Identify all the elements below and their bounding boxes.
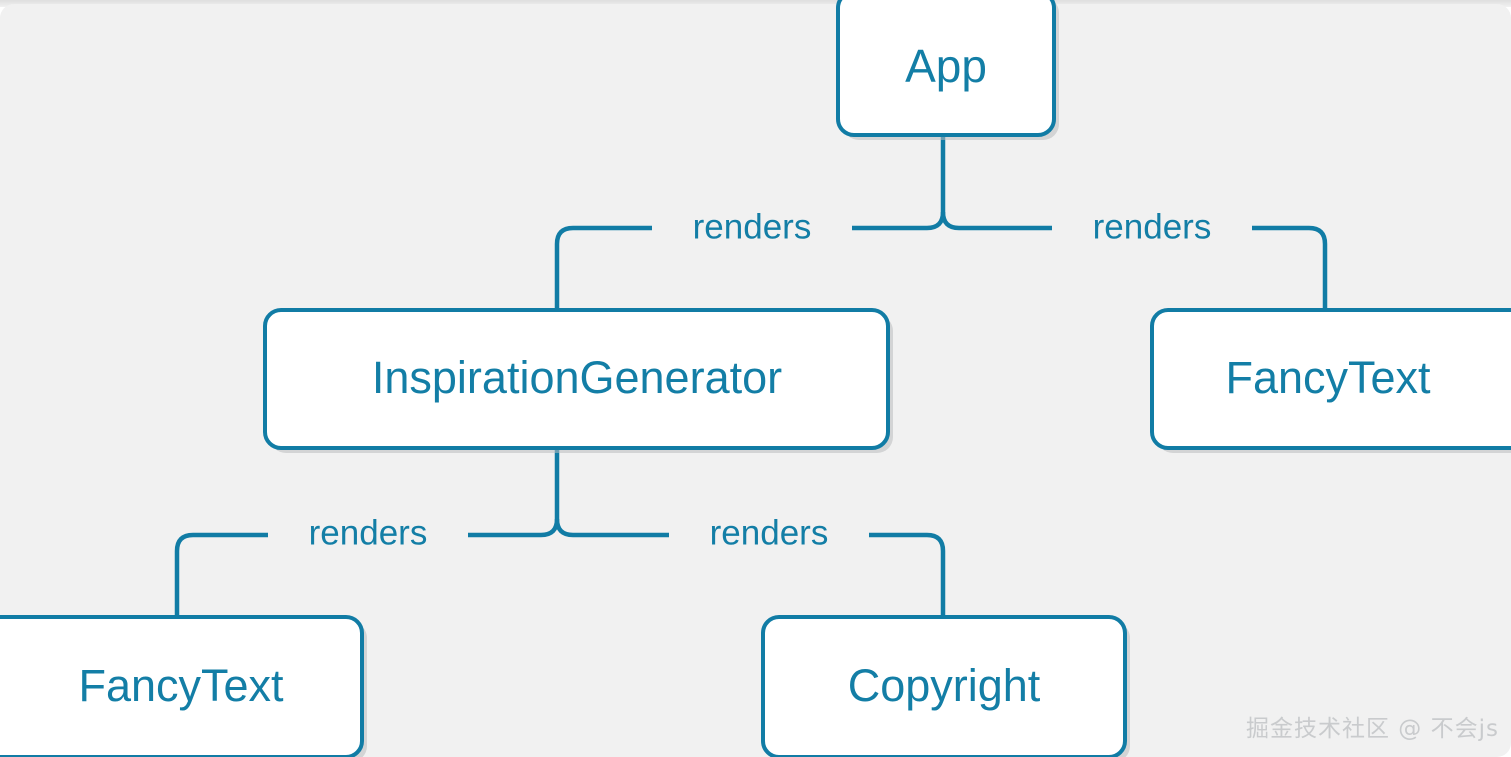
edge-app-trunk-right: [940, 211, 1052, 231]
node-copyright-box[interactable]: [761, 615, 1127, 757]
node-fancytext-bottom-label: FancyText: [78, 660, 284, 711]
edge-label-app-to-inspirationgenerator: renders: [693, 207, 812, 246]
edge-app-to-fancytext-top: [1252, 225, 1328, 310]
edge-label-app-to-fancytext: renders: [1093, 207, 1212, 246]
node-copyright[interactable]: Copyright: [761, 615, 1130, 757]
node-copyright-label: Copyright: [848, 660, 1041, 711]
edge-inspgen-to-copyright: [869, 532, 946, 617]
edge-label-inspirationgenerator-to-copyright: renders: [710, 513, 829, 552]
edge-inspgen-trunk-right: [554, 518, 669, 538]
watermark-text: 掘金技术社区 @ 不会js: [1246, 716, 1499, 742]
clipped-top-band: [0, 0, 1511, 7]
node-fancytext-top-label: FancyText: [1225, 352, 1431, 403]
edge-inspgen-to-fancytext-bottom: [174, 532, 268, 617]
node-app-box[interactable]: [836, 0, 1056, 137]
node-inspirationgenerator-label: InspirationGenerator: [372, 352, 782, 403]
edge-app-to-inspirationgenerator: [554, 225, 652, 310]
node-app-label: App: [905, 40, 987, 92]
node-app[interactable]: App: [836, 0, 1059, 140]
edge-group-inspirationgenerator: [174, 448, 946, 617]
node-fancytext-bottom-box[interactable]: [0, 615, 364, 757]
node-inspirationgenerator[interactable]: InspirationGenerator: [263, 308, 893, 453]
edge-app-trunk: [852, 135, 946, 231]
node-fancytext-top[interactable]: FancyText: [1150, 308, 1511, 453]
node-fancytext-bottom[interactable]: FancyText: [0, 615, 367, 757]
edge-inspgen-trunk-left: [468, 448, 560, 538]
node-inspirationgenerator-box[interactable]: [263, 308, 890, 450]
edge-group-app: [554, 135, 1328, 310]
node-fancytext-top-box[interactable]: [1150, 308, 1511, 450]
edge-label-inspirationgenerator-to-fancytext: renders: [309, 513, 428, 552]
